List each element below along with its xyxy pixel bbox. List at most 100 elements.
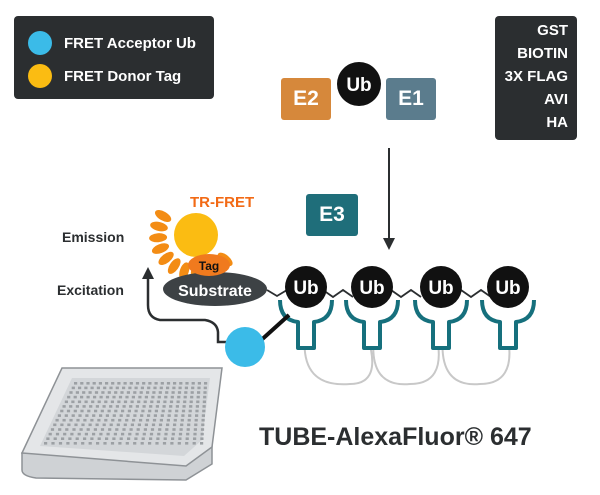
plate-well	[196, 395, 200, 399]
plate-well	[58, 442, 63, 445]
plate-well	[157, 432, 161, 436]
plate-well	[90, 386, 94, 390]
plate-well	[133, 391, 137, 394]
plate-well	[83, 418, 87, 422]
plate-well	[125, 418, 129, 422]
plate-well	[175, 405, 179, 408]
plate-well	[169, 400, 174, 404]
product-name: TUBE-AlexaFluor® 647	[259, 423, 532, 451]
plate-well	[201, 414, 205, 417]
plate-well	[150, 428, 155, 431]
plate-well	[122, 405, 126, 408]
plate-well	[118, 418, 122, 422]
plate-well	[185, 382, 189, 385]
plate-well	[151, 423, 156, 427]
plate-well	[148, 409, 152, 413]
linker-loop-3	[441, 334, 511, 386]
plate-well	[195, 414, 199, 417]
plate-well	[166, 423, 170, 427]
plate-well	[114, 391, 118, 394]
plate-well	[134, 437, 138, 440]
plate-well	[120, 391, 124, 394]
plate-well	[99, 432, 103, 436]
plate-well	[129, 428, 133, 431]
plate-well	[155, 405, 159, 408]
legend-panel: FRET Acceptor Ub FRET Donor Tag	[14, 16, 214, 99]
plate-well	[166, 382, 171, 385]
plate-well	[80, 382, 84, 385]
plate-well	[51, 442, 55, 445]
plate-well	[126, 414, 130, 417]
plate-well	[79, 428, 83, 431]
plate-well	[162, 405, 166, 408]
plate-well	[53, 437, 57, 440]
plate-well	[93, 395, 97, 399]
plate-well	[114, 409, 118, 413]
plate-well	[137, 400, 141, 404]
plate-well	[67, 423, 71, 427]
plate-well	[80, 409, 84, 413]
plate-well	[97, 400, 101, 404]
tag-gst: GST	[537, 22, 568, 39]
plate-well	[190, 391, 194, 394]
plate-well	[103, 386, 107, 390]
plate-well	[193, 437, 197, 440]
plate-well	[174, 414, 178, 417]
plate-well	[133, 442, 137, 445]
plate-well	[85, 414, 89, 417]
plate-well	[158, 391, 162, 394]
plate-well	[46, 437, 50, 440]
plate-well	[81, 423, 85, 427]
plate-well	[133, 414, 137, 417]
plate-well	[144, 423, 148, 427]
plate-well	[107, 391, 111, 394]
plate-well	[58, 428, 62, 431]
plate-well	[91, 400, 95, 404]
plate-well	[157, 395, 161, 399]
plate-well	[78, 414, 82, 417]
plate-well	[141, 409, 145, 413]
plate-well	[71, 414, 75, 417]
plate-well	[189, 405, 193, 408]
plate-well	[105, 382, 109, 385]
plate-well	[106, 432, 110, 436]
plate-well	[132, 418, 136, 422]
plate-well	[160, 414, 164, 417]
plate-well	[74, 423, 78, 427]
plate-well	[159, 418, 163, 422]
plate-well	[113, 432, 117, 436]
plate-well	[84, 432, 88, 436]
plate-well	[130, 423, 134, 427]
plate-well	[173, 382, 177, 385]
plate-well	[93, 428, 97, 431]
plate-well	[172, 386, 176, 390]
plate-well	[202, 405, 206, 408]
plate-well	[96, 442, 100, 445]
tag-ha: HA	[546, 114, 568, 131]
plate-well	[147, 386, 151, 390]
free-ub-label: Ub	[346, 75, 371, 96]
plate-well	[88, 423, 92, 427]
plate-well	[164, 432, 168, 436]
plate-well	[142, 432, 146, 436]
binder-2	[344, 299, 400, 350]
tag-3x-flag: 3X FLAG	[504, 68, 568, 85]
plate-well	[69, 405, 73, 408]
tag-avi: AVI	[544, 91, 568, 108]
plate-well	[100, 428, 105, 431]
plate-well	[138, 395, 142, 399]
plate-well	[156, 437, 160, 440]
binder-1	[278, 299, 334, 350]
plate-well	[197, 391, 201, 394]
plate-well	[197, 382, 201, 385]
plate-well	[164, 395, 168, 399]
plate-well	[129, 382, 133, 385]
plate-well	[195, 409, 199, 413]
plate-well	[65, 428, 69, 431]
plate-well	[142, 405, 146, 408]
plate-well	[177, 442, 181, 445]
plate-well	[188, 409, 192, 413]
plate-well	[200, 442, 204, 445]
plate-well	[178, 386, 182, 390]
